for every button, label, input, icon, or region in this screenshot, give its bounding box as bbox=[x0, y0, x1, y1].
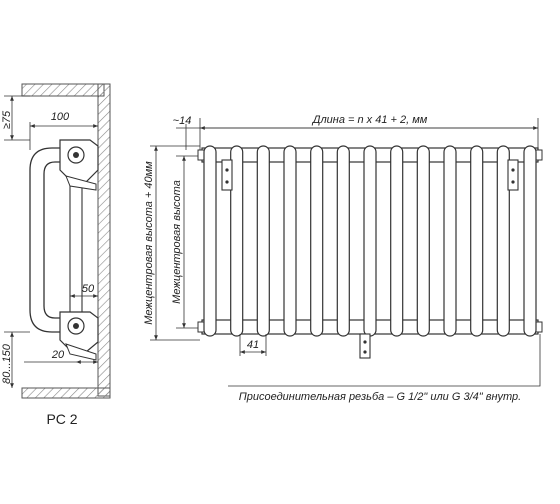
dim-edge: ~14 bbox=[173, 115, 192, 127]
top-bracket bbox=[59, 139, 99, 191]
dim-depth: 100 bbox=[51, 111, 70, 123]
dim-pitch: 41 bbox=[247, 339, 259, 351]
radiator-section bbox=[496, 145, 510, 337]
dim-bracket: 50 bbox=[82, 283, 95, 295]
radiator-section bbox=[256, 145, 270, 337]
front-bracket-right bbox=[507, 159, 519, 191]
radiator-section bbox=[416, 145, 430, 337]
dim-floor-height: 80...150 bbox=[1, 343, 13, 384]
side-view: ≥75 100 50 20 80...150 РС 2 bbox=[1, 83, 111, 427]
radiator-section bbox=[443, 145, 457, 337]
model-label: РС 2 bbox=[47, 411, 78, 427]
radiator-section bbox=[283, 145, 297, 337]
radiator-section bbox=[523, 145, 537, 337]
thread-note: Присоединительная резьба – G 1/2" или G … bbox=[239, 391, 521, 403]
front-view: ~14 Длина = n x 41 + 2, мм Межцентровая … bbox=[143, 114, 543, 403]
dim-height-outer: Межцентровая высота + 40мм bbox=[143, 161, 155, 325]
front-bracket-left bbox=[221, 159, 233, 191]
radiator-section bbox=[390, 145, 404, 337]
dim-floor-offset: 20 bbox=[51, 349, 65, 361]
dim-length: Длина = n x 41 + 2, мм bbox=[311, 114, 428, 126]
radiator-section bbox=[363, 145, 377, 337]
radiator-section bbox=[203, 145, 217, 337]
radiator-section bbox=[310, 145, 324, 337]
dim-wall-gap: ≥75 bbox=[1, 110, 13, 129]
wall-hatch-right bbox=[97, 83, 111, 397]
radiator-sections bbox=[203, 145, 537, 337]
floor-hatch bbox=[21, 387, 111, 399]
radiator-section bbox=[336, 145, 350, 337]
radiator-section bbox=[230, 145, 244, 337]
dim-height-center: Межцентровая высота bbox=[171, 180, 183, 304]
side-tube-outer bbox=[29, 147, 78, 333]
side-tube-inner bbox=[43, 161, 78, 319]
front-bracket-bottom bbox=[359, 333, 371, 359]
bottom-bracket bbox=[59, 311, 99, 361]
note-leader bbox=[228, 334, 541, 387]
radiator-section bbox=[470, 145, 484, 337]
wall-hatch-top bbox=[21, 83, 105, 97]
